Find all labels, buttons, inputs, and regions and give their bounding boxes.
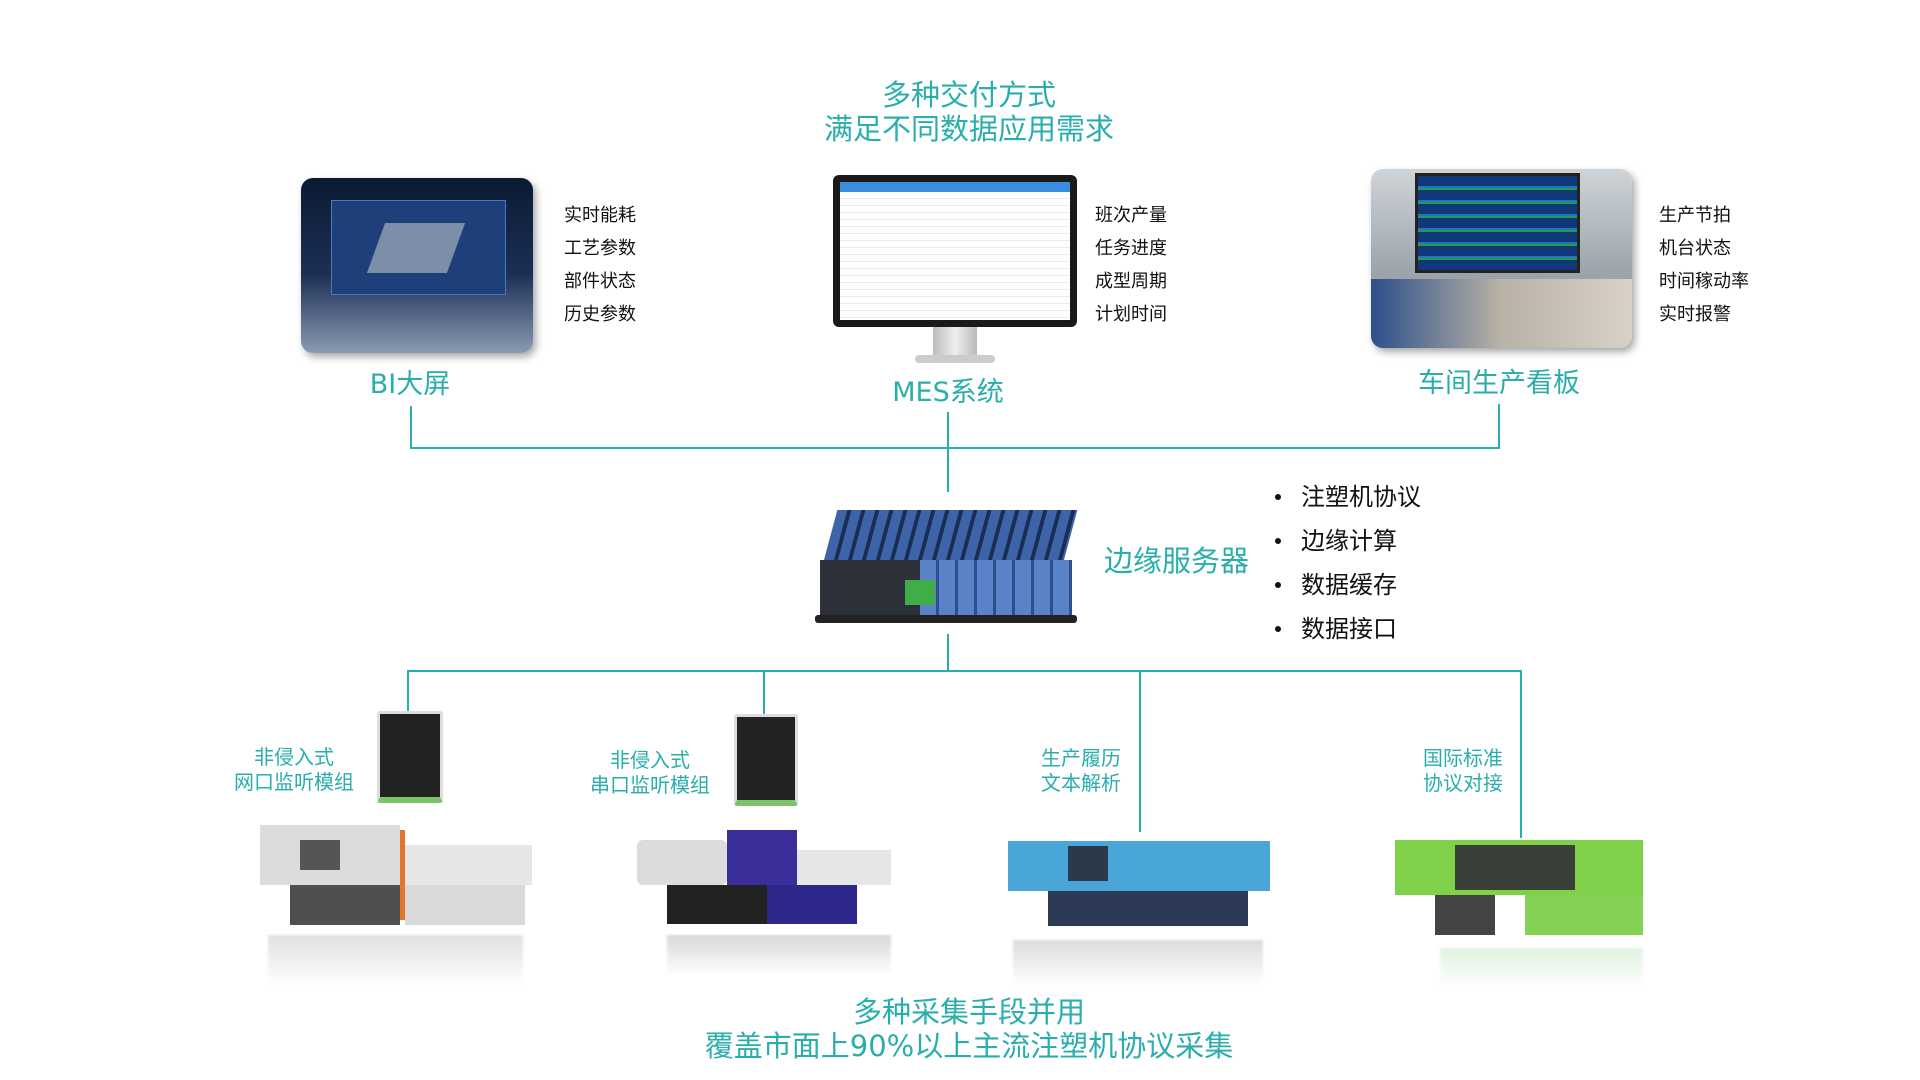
label-line: 国际标准: [1423, 746, 1503, 770]
connector-line: [407, 670, 409, 712]
label-line: 非侵入式: [610, 748, 690, 772]
feature: 时间稼动率: [1659, 271, 1749, 292]
mes-features: 班次产量 任务进度 成型周期 计划时间: [1095, 199, 1167, 331]
footer-line2: 覆盖市面上90%以上主流注塑机协议采集: [704, 1029, 1234, 1063]
mes-monitor-image: [833, 175, 1077, 327]
injection-machine-2-image: [637, 830, 891, 924]
bi-screen-image: [301, 178, 533, 353]
monitor-base: [915, 355, 995, 363]
injection-machine-3-image: [1008, 836, 1270, 929]
feature: 生产节拍: [1659, 205, 1731, 226]
mes-label: MES系统: [892, 377, 1004, 408]
feature: 实时报警: [1659, 304, 1731, 325]
monitor-stand: [933, 327, 977, 357]
connector-line: [410, 406, 412, 449]
collection-label-network: 非侵入式 网口监听模组: [219, 745, 369, 795]
collection-label-standard-protocol: 国际标准 协议对接: [1388, 746, 1538, 796]
label-line: 生产履历: [1041, 746, 1121, 770]
feature: 任务进度: [1095, 238, 1167, 259]
machine-reflection: [1440, 948, 1643, 988]
connector-line: [1139, 670, 1141, 832]
bi-label: BI大屏: [369, 369, 451, 400]
connector-line: [947, 412, 949, 492]
connector-line: [407, 670, 1522, 672]
connector-line: [410, 447, 1500, 449]
header-line2: 满足不同数据应用需求: [823, 112, 1114, 146]
label-line: 文本解析: [1041, 771, 1121, 795]
injection-machine-1-image: [260, 825, 532, 929]
feature: 机台状态: [1659, 238, 1731, 259]
machine-reflection: [1013, 940, 1263, 985]
connector-line: [1498, 404, 1500, 449]
serial-listener-module-image: [734, 714, 798, 806]
network-listener-module-image: [377, 711, 443, 803]
workshop-label: 车间生产看板: [1418, 368, 1580, 399]
connector-line: [1520, 670, 1522, 838]
feature: 历史参数: [564, 304, 636, 325]
label-line: 网口监听模组: [234, 770, 354, 794]
footer-line1: 多种采集手段并用: [852, 995, 1085, 1029]
collection-label-serial: 非侵入式 串口监听模组: [575, 748, 725, 798]
feature: 实时能耗: [564, 205, 636, 226]
server-feature: 数据接口: [1275, 607, 1421, 651]
server-feature: 边缘计算: [1275, 519, 1421, 563]
server-feature-list: 注塑机协议 边缘计算 数据缓存 数据接口: [1275, 475, 1421, 651]
server-feature: 注塑机协议: [1275, 475, 1421, 519]
server-feature: 数据缓存: [1275, 563, 1421, 607]
header-line1: 多种交付方式: [881, 78, 1056, 112]
feature: 班次产量: [1095, 205, 1167, 226]
injection-machine-4-image: [1395, 840, 1643, 940]
bi-features: 实时能耗 工艺参数 部件状态 历史参数: [564, 199, 636, 331]
machine-reflection: [268, 935, 523, 985]
collection-label-text-parse: 生产履历 文本解析: [1006, 746, 1156, 796]
workshop-board-image: [1371, 169, 1632, 348]
connector-line: [947, 634, 949, 672]
edge-server-image: [815, 510, 1082, 625]
edge-server-label: 边缘服务器: [1104, 544, 1250, 578]
label-line: 非侵入式: [254, 745, 334, 769]
label-line: 协议对接: [1423, 771, 1503, 795]
label-line: 串口监听模组: [590, 773, 710, 797]
feature: 部件状态: [564, 271, 636, 292]
connector-line: [763, 670, 765, 715]
feature: 工艺参数: [564, 238, 636, 259]
workshop-features: 生产节拍 机台状态 时间稼动率 实时报警: [1659, 199, 1749, 331]
feature: 成型周期: [1095, 271, 1167, 292]
machine-reflection: [667, 935, 891, 975]
feature: 计划时间: [1095, 304, 1167, 325]
